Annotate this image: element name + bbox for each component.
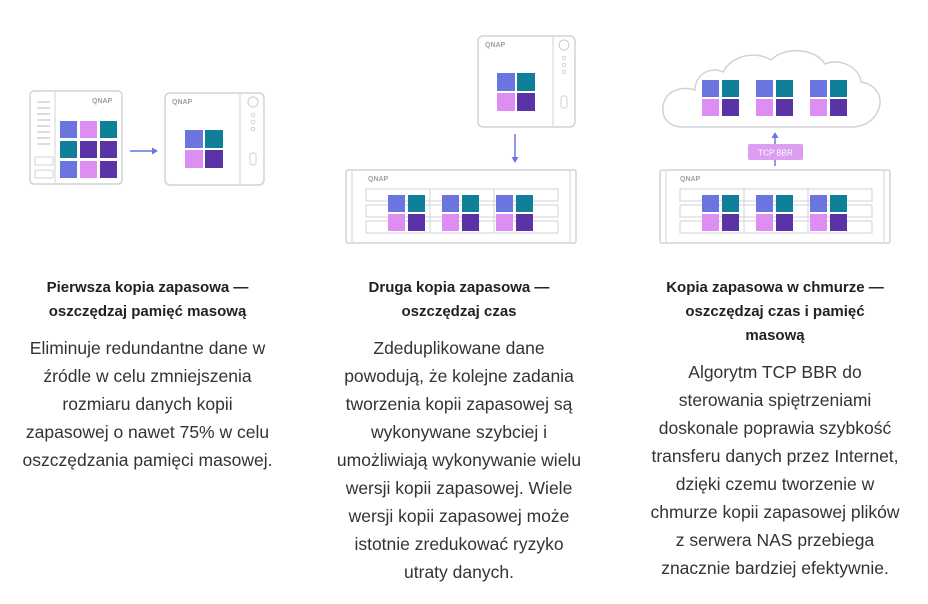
source-data-blocks xyxy=(60,121,117,178)
feature-description: Zdeduplikowane dane powodują, że kolejne… xyxy=(336,338,582,582)
feature-text-cloud-backup: Kopia zapasowa w chmurze — oszczędzaj cz… xyxy=(625,276,925,582)
feature-column-second-backup: QNAP QNAP xyxy=(313,0,605,604)
feature-title: Kopia zapasowa w chmurze — oszczędzaj cz… xyxy=(666,279,884,344)
arrow-down-icon xyxy=(511,134,519,163)
qnap-logo: QNAP xyxy=(368,176,389,183)
first-backup-illustration: QNAP xyxy=(29,90,265,186)
rackmount-nas-icon: QNAP xyxy=(345,169,577,244)
feature-title: Druga kopia zapasowa — oszczędzaj czas xyxy=(368,279,550,320)
feature-description: Algorytm TCP BBR do sterowania spiętrzen… xyxy=(650,362,900,578)
deduplicated-data-blocks xyxy=(185,130,223,168)
tcp-bbr-badge: TCP BBR xyxy=(748,144,803,160)
nas-data-blocks xyxy=(702,195,847,231)
second-backup-illustration: QNAP QNAP xyxy=(345,35,577,244)
qnap-logo: QNAP xyxy=(172,99,193,106)
feature-text-second-backup: Druga kopia zapasowa — oszczędzaj czas Z… xyxy=(313,276,605,586)
feature-column-first-backup: QNAP xyxy=(0,0,295,604)
tcp-bbr-label: TCP BBR xyxy=(758,149,793,158)
feature-column-cloud-backup: TCP BBR QNAP xyxy=(625,0,925,604)
qnap-logo: QNAP xyxy=(92,98,113,105)
feature-title: Pierwsza kopia zapasowa — oszczędzaj pam… xyxy=(46,279,249,320)
qnap-logo: QNAP xyxy=(485,42,506,49)
feature-description: Eliminuje redundantne dane w źródle w ce… xyxy=(22,338,273,470)
rackmount-nas-icon: QNAP xyxy=(659,169,891,244)
cloud-data-blocks xyxy=(702,80,847,116)
arrow-right-icon xyxy=(130,147,158,155)
qnap-logo: QNAP xyxy=(680,176,701,183)
cloud-backup-illustration: TCP BBR QNAP xyxy=(659,49,891,244)
versioned-data-blocks xyxy=(388,195,533,231)
deduplicated-data-blocks xyxy=(497,73,535,111)
feature-text-first-backup: Pierwsza kopia zapasowa — oszczędzaj pam… xyxy=(0,276,295,474)
